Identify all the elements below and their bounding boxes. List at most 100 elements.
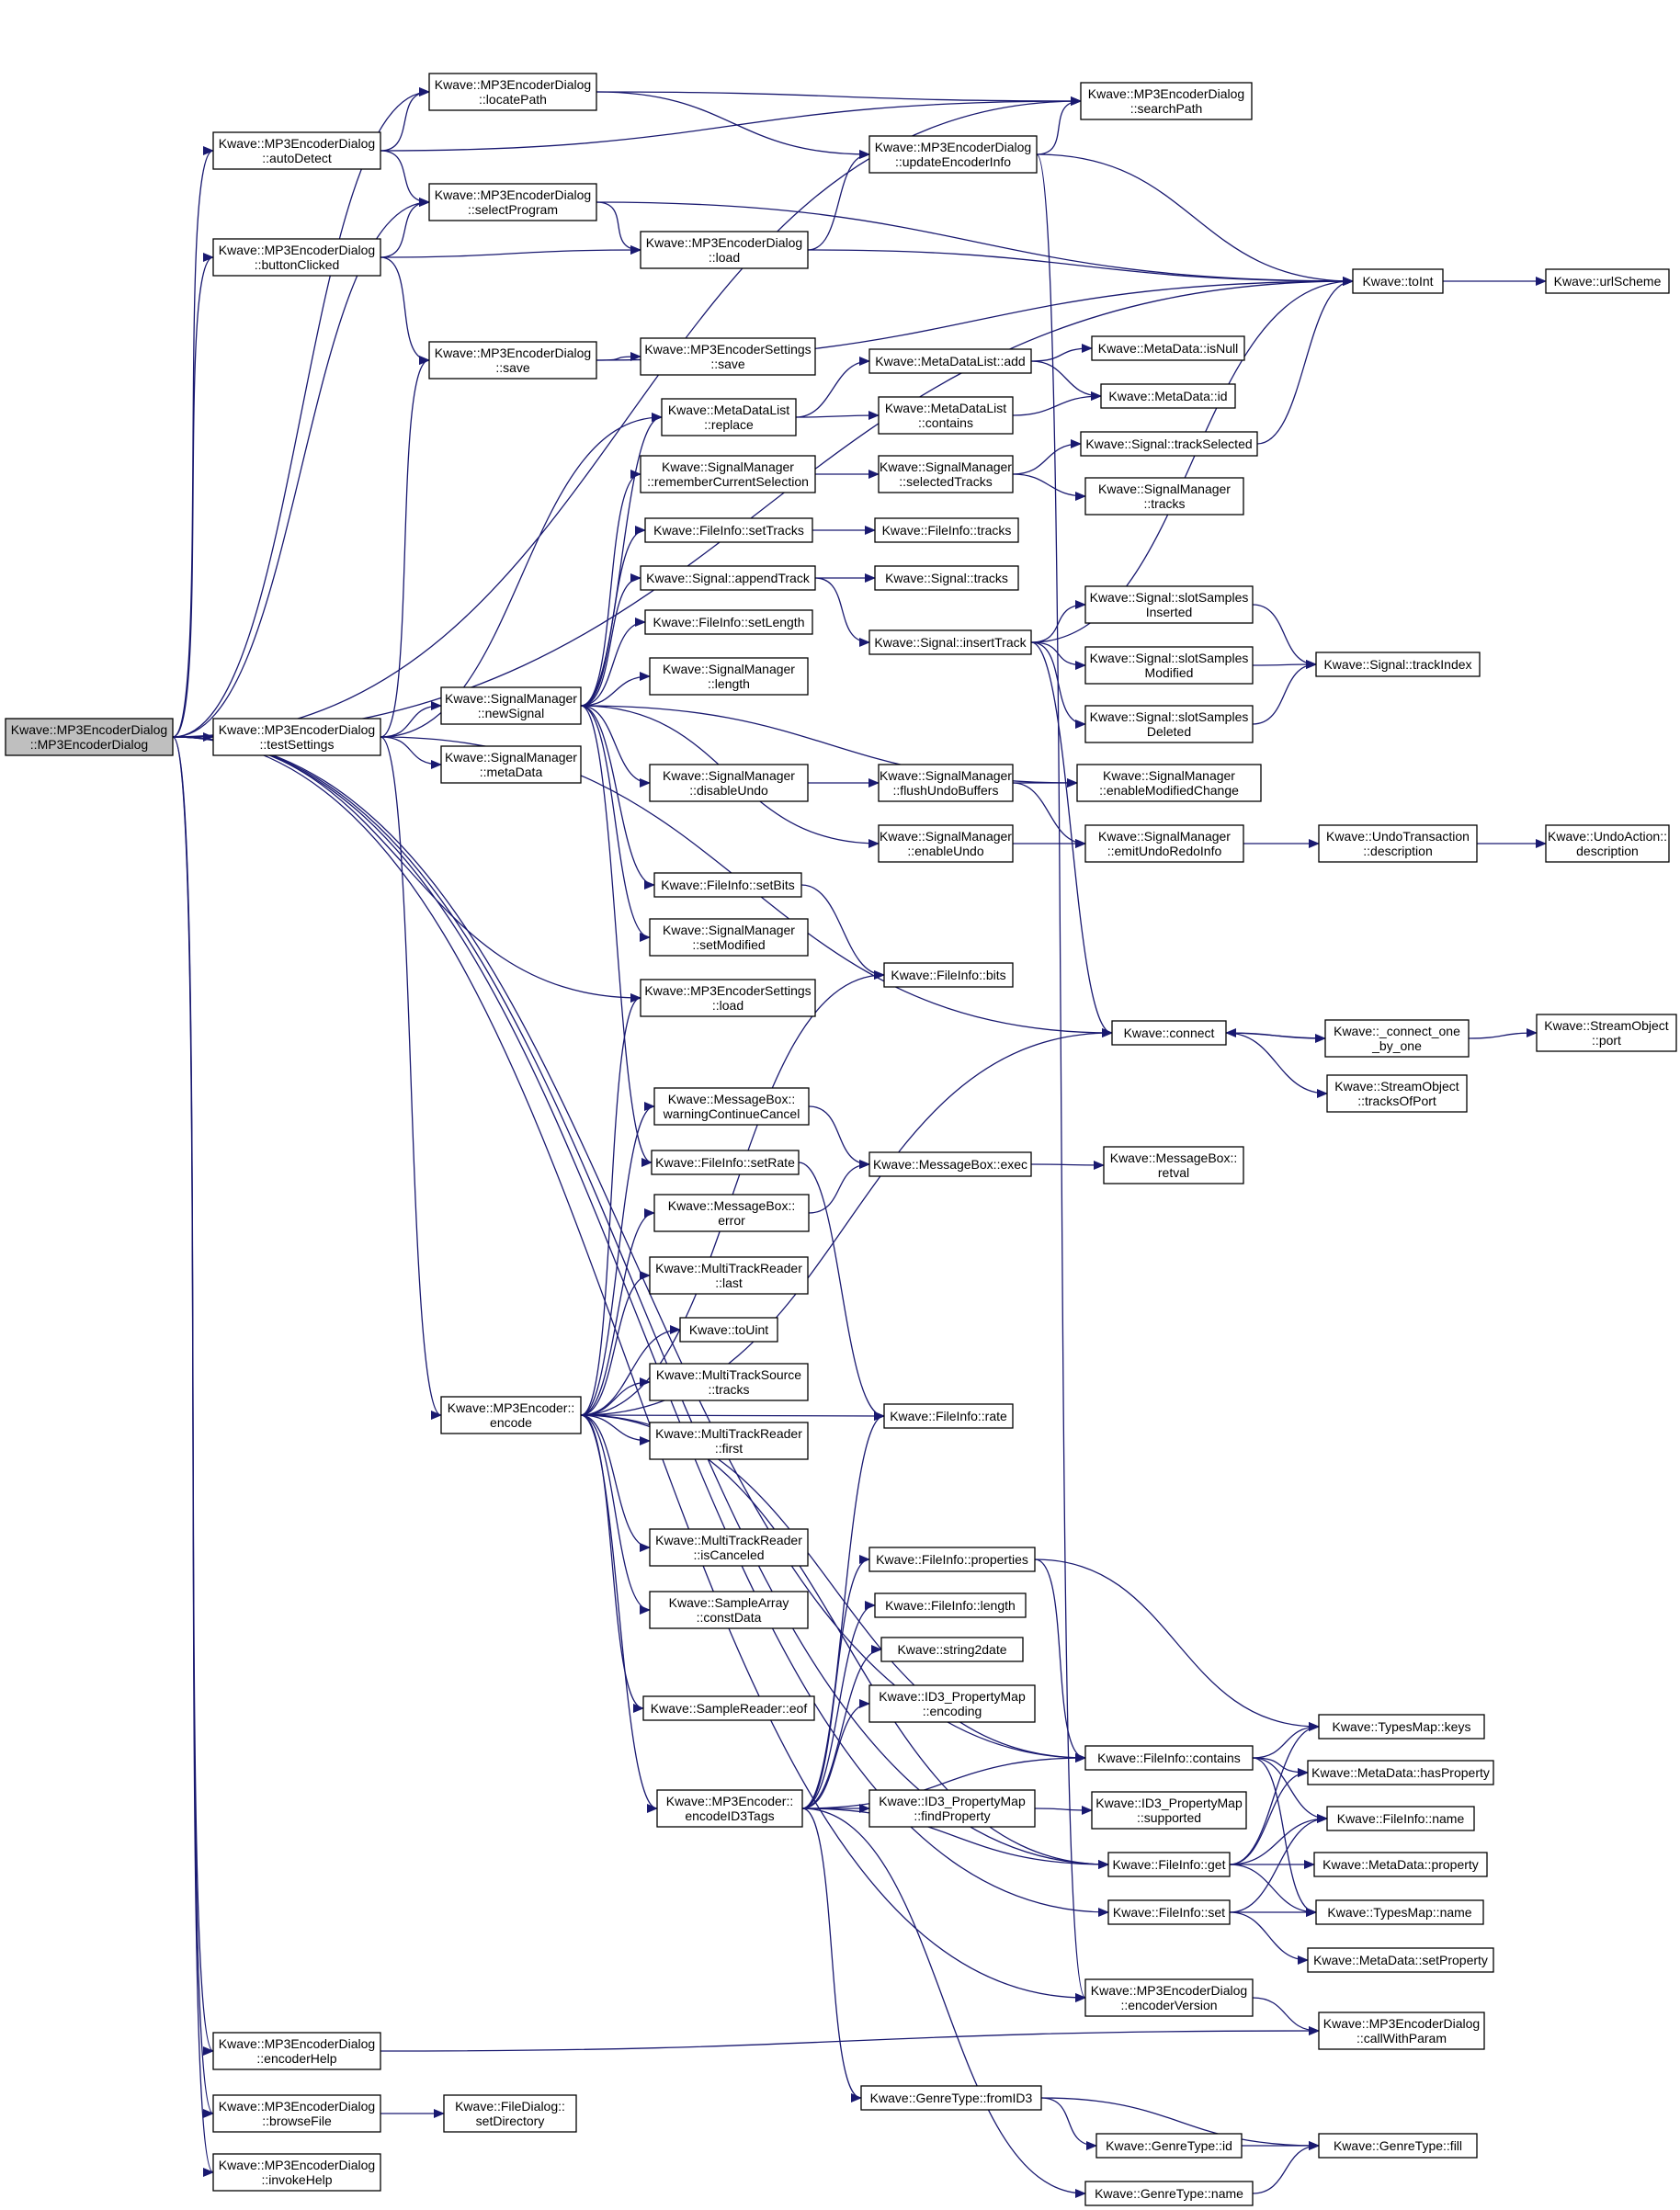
node-sm-meta-data[interactable]: Kwave::SignalManager::metaData — [440, 745, 582, 784]
node-locate-path[interactable]: Kwave::MP3EncoderDialog::locatePath — [428, 73, 597, 111]
node-tm-name[interactable]: Kwave::TypesMap::name — [1315, 1899, 1484, 1925]
node-fi-contains[interactable]: Kwave::FileInfo::contains — [1084, 1745, 1254, 1771]
node-invoke-help[interactable]: Kwave::MP3EncoderDialog::invokeHelp — [212, 2153, 381, 2192]
node-search-path[interactable]: Kwave::MP3EncoderDialog::searchPath — [1080, 82, 1253, 120]
node-select-program[interactable]: Kwave::MP3EncoderDialog::selectProgram — [428, 183, 597, 221]
node-mdl-add[interactable]: Kwave::MetaDataList::add — [868, 348, 1032, 374]
node-fi-get[interactable]: Kwave::FileInfo::get — [1107, 1852, 1231, 1877]
node-browse-file[interactable]: Kwave::MP3EncoderDialog::browseFile — [212, 2094, 381, 2133]
node-sm-sel-tracks[interactable]: Kwave::SignalManager::selectedTracks — [878, 455, 1014, 493]
node-tm-keys[interactable]: Kwave::TypesMap::keys — [1318, 1714, 1485, 1740]
node-sm-remember[interactable]: Kwave::SignalManager::rememberCurrentSel… — [640, 455, 816, 493]
node-fi-name[interactable]: Kwave::FileInfo::name — [1326, 1806, 1475, 1831]
node-gt-id[interactable]: Kwave::GenreType::id — [1095, 2133, 1243, 2159]
edge-fi-get-to-fi-name — [1229, 1814, 1328, 1865]
node-mtr-first[interactable]: Kwave::MultiTrackReader::first — [649, 1422, 809, 1460]
node-so-port[interactable]: Kwave::StreamObject::port — [1536, 1014, 1677, 1052]
node-encoder-help[interactable]: Kwave::MP3EncoderDialog::encoderHelp — [212, 2032, 381, 2070]
node-fi-rate[interactable]: Kwave::FileInfo::rate — [883, 1403, 1014, 1429]
node-ut-desc[interactable]: Kwave::UndoTransaction::description — [1318, 824, 1478, 863]
node-test-settings[interactable]: Kwave::MP3EncoderDialog::testSettings — [212, 718, 381, 756]
node-mb-error[interactable]: Kwave::MessageBox::error — [653, 1194, 810, 1232]
node-mes-save[interactable]: Kwave::MP3EncoderSettings::save — [640, 337, 816, 376]
node-mb-warn[interactable]: Kwave::MessageBox::warningContinueCancel — [653, 1087, 810, 1126]
node-sig-insert[interactable]: Kwave::Signal::insertTrack — [868, 629, 1032, 655]
node-auto-detect[interactable]: Kwave::MP3EncoderDialog::autoDetect — [212, 131, 381, 170]
node-sm-disable-undo[interactable]: Kwave::SignalManager::disableUndo — [649, 764, 809, 802]
node-load[interactable]: Kwave::MP3EncoderDialog::load — [640, 231, 809, 269]
node-sig-track-sel[interactable]: Kwave::Signal::trackSelected — [1080, 431, 1258, 457]
node-sig-append[interactable]: Kwave::Signal::appendTrack — [640, 565, 816, 591]
node-root[interactable]: Kwave::MP3EncoderDialog::MP3EncoderDialo… — [5, 718, 174, 756]
node-fd-set-dir[interactable]: Kwave::FileDialog::setDirectory — [443, 2094, 577, 2133]
node-sm-length[interactable]: Kwave::SignalManager::length — [649, 657, 809, 696]
node-fi-set-tracks[interactable]: Kwave::FileInfo::setTracks — [644, 517, 813, 543]
node-fi-length[interactable]: Kwave::FileInfo::length — [874, 1592, 1027, 1618]
node-mdl-contains[interactable]: Kwave::MetaDataList::contains — [878, 396, 1014, 435]
node-sr-eof[interactable]: Kwave::SampleReader::eof — [642, 1695, 815, 1721]
node-enc-version[interactable]: Kwave::MP3EncoderDialog::encoderVersion — [1084, 1978, 1254, 2017]
node-sa-const[interactable]: Kwave::SampleArray::constData — [649, 1591, 809, 1629]
node-fi-props[interactable]: Kwave::FileInfo::properties — [868, 1547, 1036, 1572]
node-sig-tracks[interactable]: Kwave::Signal::tracks — [874, 565, 1019, 591]
node-to-int[interactable]: Kwave::toInt — [1352, 268, 1444, 294]
node-id3-find[interactable]: Kwave::ID3_PropertyMap::findProperty — [868, 1789, 1036, 1828]
node-fi-set-length[interactable]: Kwave::FileInfo::setLength — [644, 609, 813, 635]
node-mdl-replace[interactable]: Kwave::MetaDataList::replace — [661, 398, 797, 436]
node-str2date[interactable]: Kwave::string2date — [880, 1637, 1024, 1662]
node-md-set-prop[interactable]: Kwave::MetaData::setProperty — [1307, 1947, 1494, 1973]
node-fi-set[interactable]: Kwave::FileInfo::set — [1107, 1899, 1231, 1925]
edge-new-signal-to-sm-disable-undo — [580, 705, 651, 788]
node-mtr-last[interactable]: Kwave::MultiTrackReader::last — [649, 1256, 809, 1295]
node-fi-set-rate[interactable]: Kwave::FileInfo::setRate — [651, 1150, 800, 1175]
node-url-scheme[interactable]: Kwave::urlScheme — [1545, 268, 1670, 294]
node-to-uint[interactable]: Kwave::toUint — [679, 1317, 778, 1343]
node-mes-load[interactable]: Kwave::MP3EncoderSettings::load — [640, 979, 816, 1017]
node-conn-one[interactable]: Kwave::_connect_one_by_one — [1324, 1019, 1470, 1058]
node-fi-bits[interactable]: Kwave::FileInfo::bits — [883, 962, 1014, 988]
node-mb-retval[interactable]: Kwave::MessageBox::retval — [1103, 1146, 1244, 1184]
node-connect[interactable]: Kwave::connect — [1111, 1020, 1227, 1046]
node-mts-tracks[interactable]: Kwave::MultiTrackSource::tracks — [649, 1363, 809, 1401]
edge-update-enc-info-to-to-int — [1036, 153, 1354, 286]
node-label: Kwave::FileDialog:: — [455, 2099, 565, 2114]
node-button-clicked[interactable]: Kwave::MP3EncoderDialog::buttonClicked — [212, 238, 381, 277]
node-md-is-null[interactable]: Kwave::MetaData::isNull — [1091, 335, 1245, 361]
node-enc-id3[interactable]: Kwave::MP3Encoder::encodeID3Tags — [656, 1789, 803, 1828]
node-gt-from-id3[interactable]: Kwave::GenreType::fromID3 — [860, 2085, 1042, 2111]
node-id3-supported[interactable]: Kwave::ID3_PropertyMap::supported — [1091, 1791, 1247, 1830]
node-box — [1084, 705, 1254, 743]
node-new-signal[interactable]: Kwave::SignalManager::newSignal — [440, 686, 582, 725]
node-call-with-param[interactable]: Kwave::MP3EncoderDialog::callWithParam — [1318, 2012, 1485, 2050]
node-md-has-prop[interactable]: Kwave::MetaData::hasProperty — [1307, 1760, 1494, 1785]
node-fi-tracks[interactable]: Kwave::FileInfo::tracks — [874, 517, 1019, 543]
node-gt-fill[interactable]: Kwave::GenreType::fill — [1318, 2133, 1478, 2159]
node-box — [640, 337, 816, 376]
node-mb-exec[interactable]: Kwave::MessageBox::exec — [868, 1151, 1032, 1177]
node-sm-enable-undo[interactable]: Kwave::SignalManager::enableUndo — [878, 824, 1014, 863]
node-label: Kwave::MultiTrackSource — [656, 1367, 801, 1382]
node-sig-track-index[interactable]: Kwave::Signal::trackIndex — [1315, 652, 1481, 677]
node-id3-enc[interactable]: Kwave::ID3_PropertyMap::encoding — [868, 1684, 1036, 1723]
node-sm-set-modified[interactable]: Kwave::SignalManager::setModified — [649, 918, 809, 957]
node-encode[interactable]: Kwave::MP3Encoder::encode — [440, 1396, 582, 1434]
node-sm-enable-mod[interactable]: Kwave::SignalManager::enableModifiedChan… — [1076, 764, 1262, 802]
node-so-tracks-of-port[interactable]: Kwave::StreamObject::tracksOfPort — [1326, 1074, 1468, 1113]
node-sm-tracks[interactable]: Kwave::SignalManager::tracks — [1084, 477, 1244, 516]
node-mtr-canceled[interactable]: Kwave::MultiTrackReader::isCanceled — [649, 1528, 809, 1567]
node-update-enc-info[interactable]: Kwave::MP3EncoderDialog::updateEncoderIn… — [868, 135, 1038, 174]
node-sm-flush[interactable]: Kwave::SignalManager::flushUndoBuffers — [878, 764, 1014, 802]
node-save[interactable]: Kwave::MP3EncoderDialog::save — [428, 341, 597, 380]
node-md-property[interactable]: Kwave::MetaData::property — [1313, 1852, 1488, 1877]
node-label: warningContinueCancel — [663, 1106, 800, 1121]
node-gt-name[interactable]: Kwave::GenreType::name — [1084, 2181, 1254, 2206]
node-fi-set-bits[interactable]: Kwave::FileInfo::setBits — [653, 872, 802, 898]
node-label: Kwave::MessageBox:: — [668, 1092, 796, 1106]
node-ua-desc[interactable]: Kwave::UndoAction::description — [1545, 824, 1670, 863]
node-label: ::flushUndoBuffers — [893, 783, 999, 798]
node-sm-emit-undo[interactable]: Kwave::SignalManager::emitUndoRedoInfo — [1084, 824, 1244, 863]
node-md-id[interactable]: Kwave::MetaData::id — [1100, 383, 1236, 409]
